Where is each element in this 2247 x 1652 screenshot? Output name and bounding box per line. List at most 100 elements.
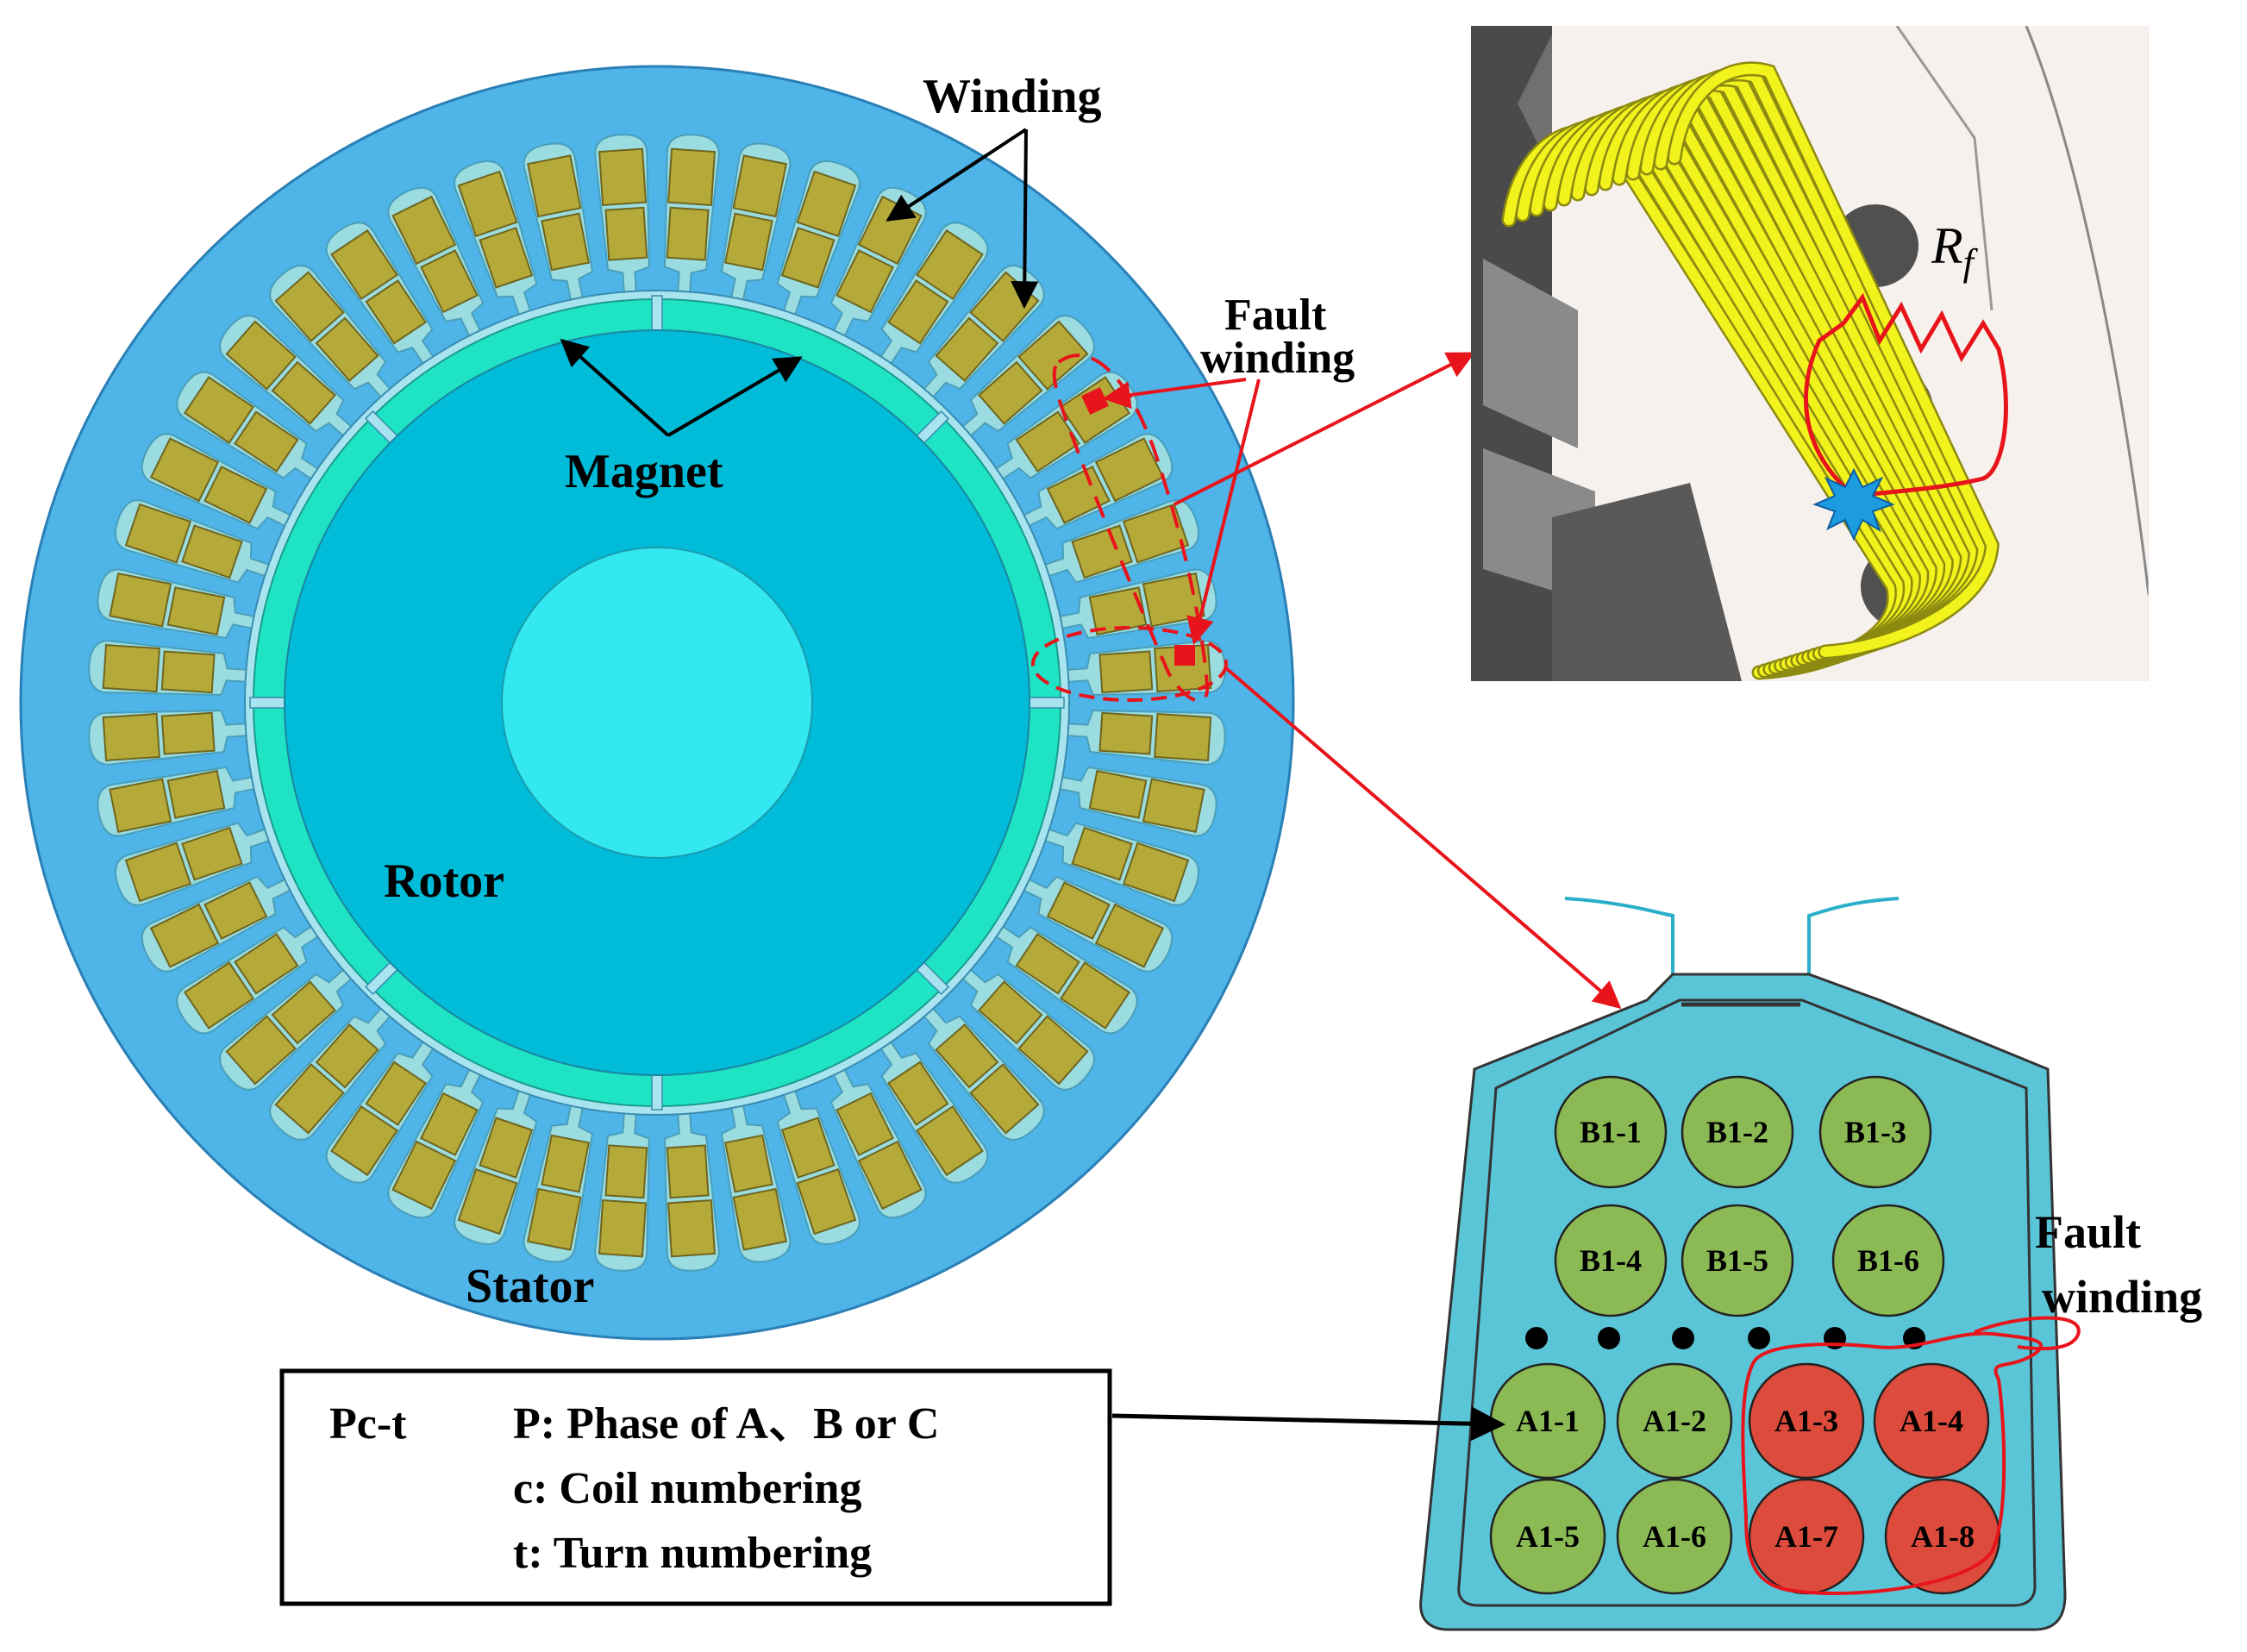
conductor-a1-1: A1-1 [1489,1362,1606,1480]
stator-slot [594,1104,650,1272]
label-fault-winding-2a: Fault [2035,1206,2141,1258]
legend-line-3: t: Turn numbering [513,1529,872,1578]
coil-side [420,249,479,314]
dot [1525,1327,1548,1349]
stator-slot [1015,874,1174,973]
legend-line-2: c: Coil numbering [513,1464,861,1513]
coil-side [160,711,216,755]
stator-slot [269,1000,397,1141]
stator-slot [955,962,1095,1091]
magnet-gap [249,697,287,709]
coil-side [1015,410,1080,473]
coil-side [836,249,894,314]
coil-side [1088,586,1148,636]
slot-tooth-left [1564,897,1674,974]
coil-side [598,147,648,206]
coil-side [541,1134,591,1193]
coil-side [1046,466,1111,524]
coil-side [667,147,716,206]
coil-side [604,206,648,261]
dot [1598,1327,1620,1349]
coil-side [160,650,216,694]
coil-side [479,227,534,289]
conductor-b1-1: B1-1 [1554,1075,1668,1189]
magnet-gap [1027,697,1065,709]
coil-side [732,1187,787,1251]
stator-slot [454,160,538,324]
stator-slot [1036,822,1199,906]
conductor-b1-2: B1-2 [1681,1075,1794,1189]
coil-side [181,826,243,881]
coil-side [330,1104,398,1177]
stator-slot [325,1033,440,1184]
label-stator: Stator [466,1260,594,1313]
conductor-a1-2: A1-2 [1616,1362,1733,1480]
label-fault-winding-1a: Fault [1224,291,1327,340]
coil-side [1142,573,1205,628]
stator-slot [1050,766,1217,837]
coil-side [1071,826,1133,881]
coil-side [1017,1015,1089,1086]
stator-slot [141,874,299,973]
coil-side [780,1117,836,1179]
fault-resistor [1804,292,2008,541]
coil-side [274,271,345,342]
stator-slot [219,315,360,443]
conductor-label: B1-3 [1844,1115,1906,1149]
stator-slot [917,1000,1045,1141]
stator-slot [874,222,989,372]
coil-side [330,228,398,301]
arrow-magnet-2 [667,356,803,437]
coil-side [978,360,1043,425]
coil-side [1094,437,1165,503]
conductor-label: B1-4 [1580,1243,1642,1278]
fault-turn-top [1081,387,1109,415]
conductor-a1-8: A1-8 [1884,1478,2001,1595]
stator-slot [1015,433,1174,531]
legend-line-1: P: Phase of A、B or C [513,1399,939,1449]
stator-slot [141,433,299,531]
coil-side [916,228,984,301]
coil-side [666,206,710,261]
coil-side [886,279,949,345]
coil-side [124,842,192,903]
label-rotor: Rotor [384,854,504,908]
conductor-label: A1-8 [1911,1519,1975,1554]
conductor-a1-5: A1-5 [1489,1478,1606,1595]
coil-side [541,212,591,272]
legend-frame [279,1368,1112,1606]
coil-side [1071,524,1133,579]
fault-slot-ellipse [1031,626,1228,702]
stator-slot [664,1104,720,1272]
coil-side [796,1167,857,1236]
legend-arrow [1111,1406,1505,1442]
slot-tooth-right [1807,897,1900,974]
coil-side [225,320,297,391]
label-fault-winding-1b: winding [1200,334,1355,383]
coil-side [1017,320,1089,391]
conductor-label: A1-2 [1643,1404,1706,1438]
conductor-label: A1-4 [1900,1404,1963,1438]
coil-side [857,1140,923,1211]
coil-3d-inset: Rf [1471,26,2149,681]
coil-side [1059,961,1131,1029]
stator-slot [97,766,264,837]
coil-side [723,1134,773,1193]
stator-slots [88,134,1226,1272]
conductor-b1-4: B1-4 [1554,1204,1668,1317]
stator-slot [387,186,485,345]
coil-side [203,881,268,940]
conductor-a1-3: A1-3 [1748,1362,1865,1480]
stator-slot [115,822,279,906]
coil-side [1015,932,1080,995]
conductor-label: A1-5 [1516,1519,1580,1554]
stator-slot [219,962,360,1091]
coil-side [234,932,299,995]
coil-side [667,1199,716,1258]
stator-slot [1036,499,1199,584]
coil-side [181,524,243,579]
label-fault-winding-2b: winding [2042,1271,2202,1323]
coil-side [732,154,787,218]
coil-side [149,437,220,503]
